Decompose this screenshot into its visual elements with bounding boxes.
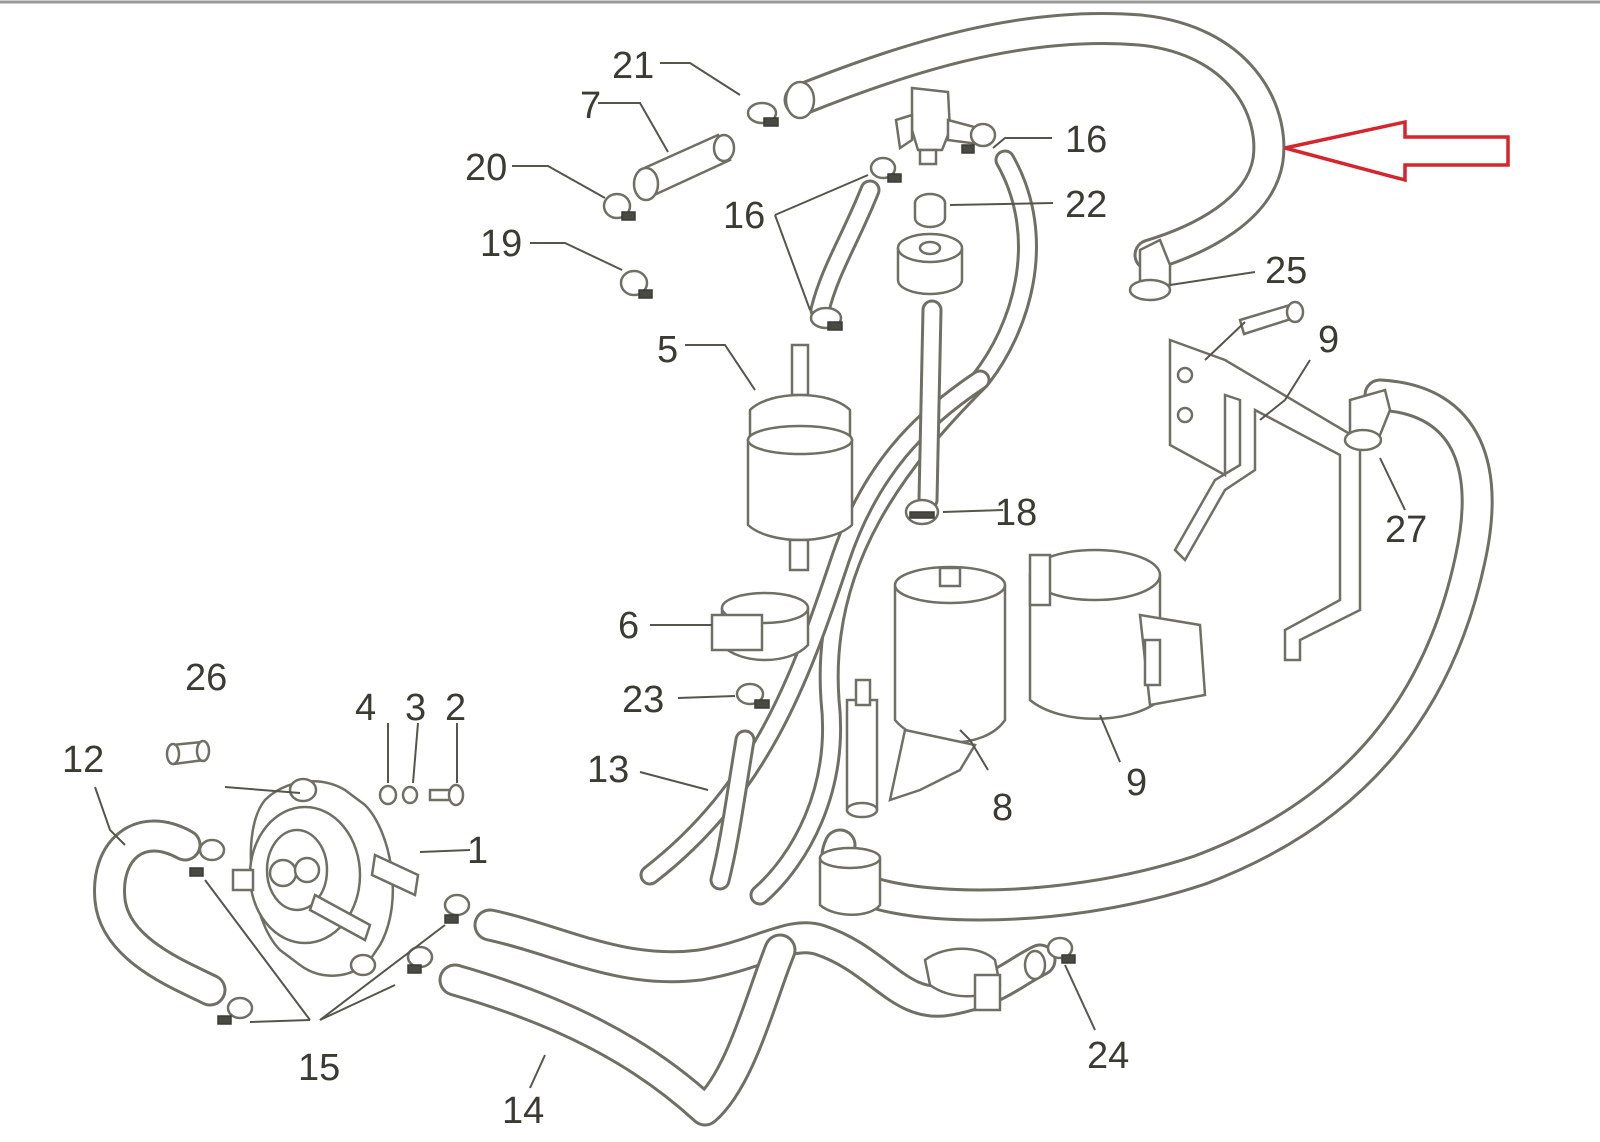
- clamp-21: [746, 101, 779, 127]
- clamp-23: [735, 682, 770, 709]
- clamp-24: [1046, 936, 1076, 964]
- callout-23: 23: [622, 679, 664, 721]
- leader-lines: [94, 62, 1406, 1089]
- collar-sleeve: [896, 232, 964, 296]
- grommet-18: [904, 498, 940, 526]
- callout-25: 25: [1265, 250, 1307, 292]
- callout-15: 15: [298, 1047, 340, 1089]
- fuel-filter-5: [746, 343, 854, 572]
- hose-top-loop: [783, 11, 1286, 272]
- callout-7: 7: [580, 85, 601, 127]
- hose-12: [93, 819, 227, 1007]
- callout-8: 8: [992, 787, 1013, 829]
- elbow-27: [1343, 388, 1392, 452]
- callout-21: 21: [612, 45, 654, 87]
- clamp-15-a: [189, 838, 226, 877]
- callout-4: 4: [355, 687, 376, 729]
- callout-6: 6: [618, 605, 639, 647]
- callout-3: 3: [405, 687, 426, 729]
- callout-22: 22: [1065, 184, 1107, 226]
- callout-24: 24: [1087, 1035, 1129, 1077]
- clamp-19: [619, 269, 653, 299]
- leader-26-to-valve: [224, 786, 301, 794]
- callout-9-lower: 9: [1126, 762, 1147, 804]
- callout-20: 20: [465, 147, 507, 189]
- clamp-20: [602, 192, 636, 221]
- callout-5: 5: [657, 329, 678, 371]
- callout-27: 27: [1385, 509, 1427, 551]
- screw-2: [428, 783, 465, 807]
- pump-sleeve: [818, 846, 882, 916]
- washer-4: [378, 784, 398, 806]
- clamp-15-b: [217, 996, 254, 1025]
- clamp-16-left: [869, 156, 902, 183]
- callout-18: 18: [995, 492, 1037, 534]
- fuel-tap: [894, 86, 980, 166]
- fuel-pump-8: [845, 565, 1007, 819]
- callout-13: 13: [587, 749, 629, 791]
- clamp-16-lower: [809, 306, 843, 331]
- callout-19: 19: [480, 223, 522, 265]
- callout-1: 1: [467, 830, 488, 872]
- callout-labels: 21 7 20 19 16 16 22 25 9 5 18 27 6 23 26…: [62, 45, 1427, 1132]
- callout-16-left: 16: [723, 195, 765, 237]
- bolt-9: [1238, 300, 1305, 336]
- clamp-15-c: [443, 893, 471, 924]
- hose-tap-to-pump: [749, 149, 1038, 906]
- clamp-15-d: [406, 945, 434, 974]
- vacuum-valve-1: [231, 777, 420, 977]
- highlight-arrow: [1284, 119, 1510, 183]
- elbow-25: [1128, 238, 1172, 302]
- grommet-22: [913, 192, 947, 229]
- callout-2: 2: [445, 687, 466, 729]
- hose-vent-vertical: [917, 299, 943, 511]
- hose-clip-14: [923, 947, 1047, 1012]
- washer-3: [401, 785, 419, 805]
- pipe-7: [632, 133, 736, 202]
- pump-holder-9: [1028, 548, 1207, 720]
- callout-14: 14: [502, 1090, 544, 1132]
- holder-6: [710, 591, 810, 662]
- callout-26: 26: [185, 657, 227, 699]
- hose-tap-to-filter: [809, 179, 881, 321]
- clamp-16-upper: [961, 122, 997, 154]
- bracket-9: [1168, 338, 1362, 662]
- callout-16-right: 16: [1065, 119, 1107, 161]
- bush-26: [165, 739, 211, 766]
- callout-12: 12: [62, 739, 104, 781]
- callout-9-upper: 9: [1318, 319, 1339, 361]
